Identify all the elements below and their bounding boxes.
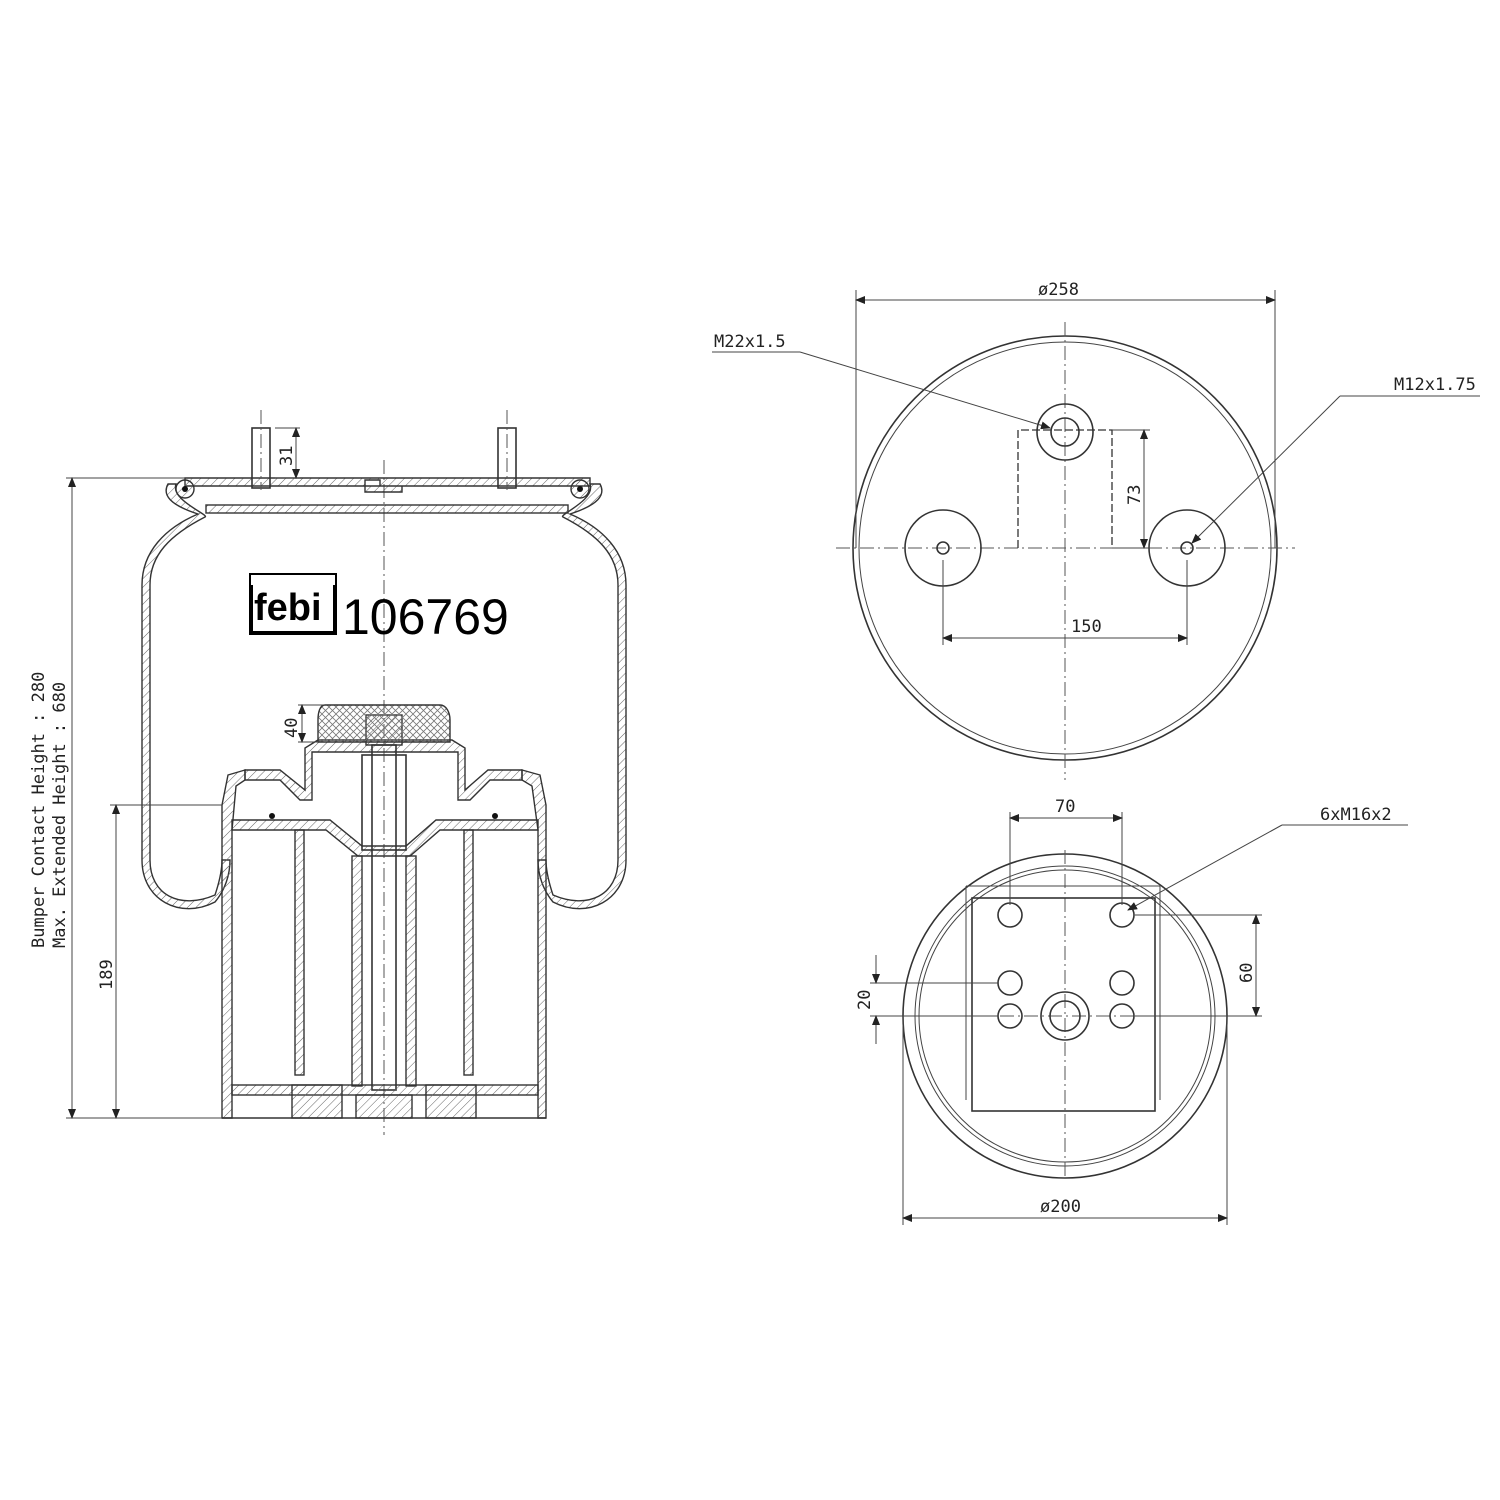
dim-hole-pitch: 20 [855,990,875,1010]
dim-stud-spacing: 150 [1071,617,1102,637]
hole-mid-right [1109,970,1135,996]
hole-low-right [1109,1003,1135,1029]
hole-top-right [1109,902,1135,928]
center-boss-inner [1049,1000,1081,1032]
dim-stud-height: 31 [277,446,297,466]
dim-top-diameter: ø258 [1038,280,1079,300]
part-number: 106769 [342,589,509,645]
rib-3 [351,855,363,1087]
svg-text:febi: febi [254,587,322,629]
bellows-right [537,483,627,910]
piston-top [244,739,523,801]
thread-air-port: M22x1.5 [714,332,786,352]
air-port-outer [1036,403,1094,461]
bolt-sleeve [361,754,407,851]
dim-hole-spacing-x: 70 [1055,797,1075,817]
hole-top-left [997,902,1023,928]
thread-stud: M12x1.75 [1394,375,1476,395]
label-bumper-contact-height: Bumper Contact Height : 280 [29,672,49,948]
stud-left [251,410,271,490]
top-view: ø258 150 73 M22x1.5 M12x1.75 [712,280,1480,780]
center-boss-outer [1040,991,1090,1041]
stud-right [497,410,517,490]
label-max-extended-height: Max. Extended Height : 680 [50,682,70,948]
top-plate [184,477,591,493]
base-block-left [291,1084,343,1119]
dim-piston-height: 189 [97,959,117,990]
rib-1 [294,829,305,1076]
dim-offset: 73 [1125,485,1145,505]
dim-hole-spacing-y: 60 [1237,963,1257,983]
febi-logo: febi [249,573,337,635]
hole-mid-left [997,970,1023,996]
bellows [141,483,231,910]
side-view: 31 40 189 Bumper Contact Height : 280 Ma… [29,410,627,1135]
dim-bumper-height: 40 [282,718,302,738]
air-port-inner [1050,417,1080,447]
rib-2 [463,829,474,1076]
base-plate [231,1084,539,1096]
thread-holes: 6xM16x2 [1320,805,1392,825]
base-nut [355,1094,413,1119]
bottom-view: 70 60 20 ø200 6xM16x2 [855,797,1408,1225]
bumper [317,704,451,743]
base-block-right [425,1084,477,1119]
top-plate-band [205,504,569,514]
rib-4 [405,855,417,1087]
bottom-plate [971,897,1156,1112]
dim-bottom-diameter: ø200 [1040,1197,1081,1217]
